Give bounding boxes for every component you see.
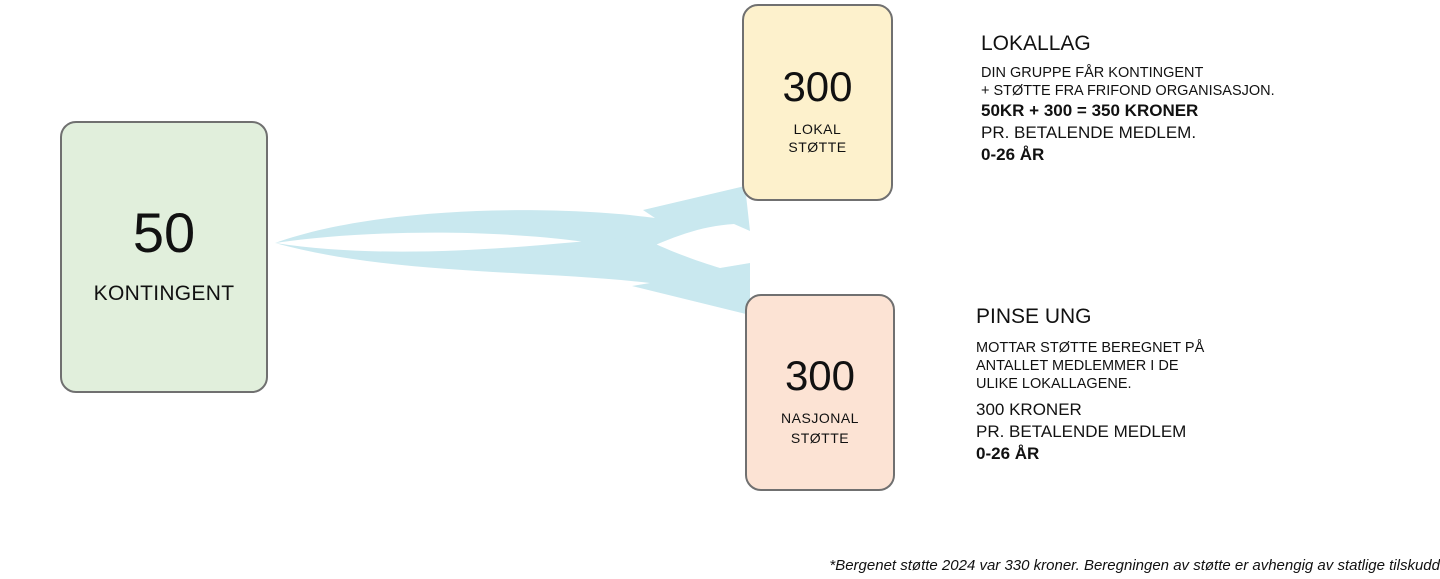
- lokallag-line4: PR. BETALENDE MEDLEM.: [981, 123, 1197, 142]
- lokallag-calculation: 50KR + 300 = 350 KRONER: [981, 101, 1199, 120]
- lokallag-age-range: 0-26 ÅR: [981, 145, 1045, 164]
- lokallag-line2: + STØTTE FRA FRIFOND ORGANISASJON.: [981, 83, 1275, 99]
- lokal-stotte-value: 300: [782, 63, 853, 110]
- nasjonal-stotte-label: NASJONAL STØTTE: [747, 408, 893, 448]
- pinse-ung-line1: MOTTAR STØTTE BEREGNET PÅ: [976, 340, 1205, 356]
- lokal-stotte-label-line2: STØTTE: [788, 139, 847, 155]
- arrow-to-lokal: [275, 186, 750, 252]
- kontingent-value: 50: [132, 201, 196, 264]
- lokal-stotte-label-line1: LOKAL: [793, 121, 842, 137]
- pinse-ung-age-range: 0-26 ÅR: [976, 444, 1040, 463]
- pinse-ung-amount: 300 KRONER: [976, 400, 1082, 419]
- nasjonal-stotte-box: 300 NASJONAL STØTTE: [745, 294, 895, 491]
- pinse-ung-line2: ANTALLET MEDLEMMER I DE: [976, 358, 1179, 374]
- lokallag-line1: DIN GRUPPE FÅR KONTINGENT: [981, 65, 1204, 81]
- lokal-stotte-label: LOKAL STØTTE: [744, 120, 891, 156]
- lokallag-title: LOKALLAG: [981, 32, 1091, 55]
- arrow-to-nasjonal: [275, 236, 750, 315]
- nasjonal-stotte-label-line1: NASJONAL: [781, 410, 859, 426]
- nasjonal-stotte-value: 300: [784, 352, 856, 399]
- pinse-ung-line3: ULIKE LOKALLAGENE.: [976, 376, 1132, 392]
- lokal-stotte-box: 300 LOKAL STØTTE: [742, 4, 893, 201]
- kontingent-box: 50 KONTINGENT: [60, 121, 268, 393]
- lokallag-description: LOKALLAG DIN GRUPPE FÅR KONTINGENT + STØ…: [981, 31, 1421, 166]
- nasjonal-stotte-label-line2: STØTTE: [790, 430, 850, 446]
- footnote: *Bergenet støtte 2024 var 330 kroner. Be…: [829, 557, 1440, 574]
- pinse-ung-line5: PR. BETALENDE MEDLEM: [976, 422, 1187, 441]
- kontingent-label: KONTINGENT: [93, 282, 235, 305]
- pinse-ung-description: PINSE UNG MOTTAR STØTTE BEREGNET PÅ ANTA…: [976, 304, 1416, 465]
- pinse-ung-title: PINSE UNG: [976, 305, 1092, 328]
